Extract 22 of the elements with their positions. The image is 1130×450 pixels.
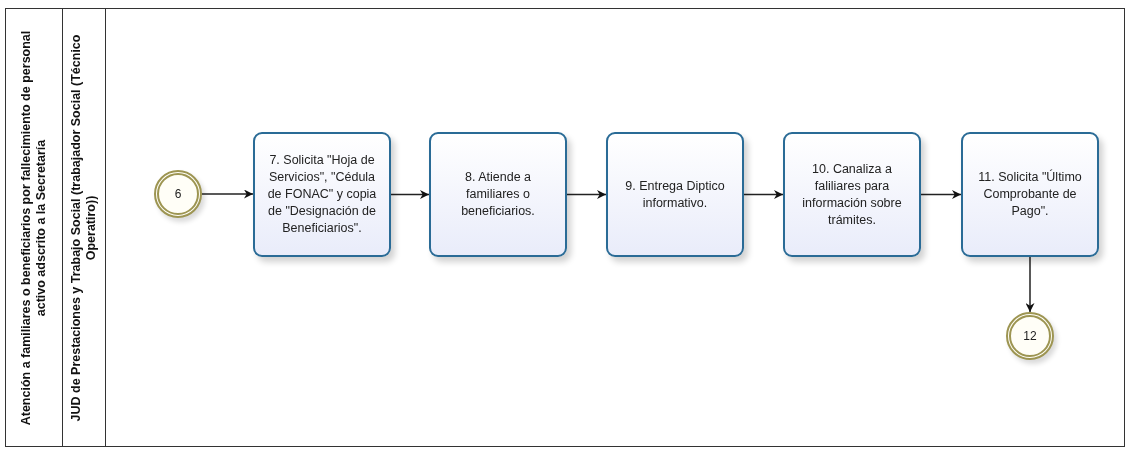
task-label: 8. Atiende a familiares o beneficiarios. [460, 169, 536, 220]
task-label: 11. Solicita "Último Comprobante de Pago". [977, 169, 1083, 220]
arrow [743, 190, 784, 199]
arrow [201, 189, 254, 199]
event-number: 12 [1023, 329, 1037, 343]
task-box [783, 132, 921, 257]
lane-title: JUD de Prestaciones y Trabajo Social (trabajador Social (Técnico Operatiro)) [69, 33, 99, 423]
task-box [606, 132, 744, 257]
task-box [253, 132, 391, 257]
task-label: 7. Solicita "Hoja de Servicios", "Cédula de FONAC" y copia de "Designación de Beneficiarios". [266, 152, 378, 237]
arrow [390, 190, 430, 199]
event-number: 6 [174, 187, 182, 201]
event-circle [1006, 312, 1054, 360]
task-box [429, 132, 567, 257]
arrow [566, 190, 607, 199]
arrow [920, 190, 962, 199]
task-label: 9. Entrega Diptico informativo. [624, 177, 726, 212]
task-label: 10. Canaliza a faliliares para información sobre trámites. [801, 160, 903, 229]
task-box [961, 132, 1099, 257]
event-circle [154, 170, 202, 218]
pool-title: Atención a familiares o beneficiarios por fallecimiento de personal activo adscrito a la Secretaría [19, 29, 49, 427]
arrow [1025, 256, 1035, 313]
